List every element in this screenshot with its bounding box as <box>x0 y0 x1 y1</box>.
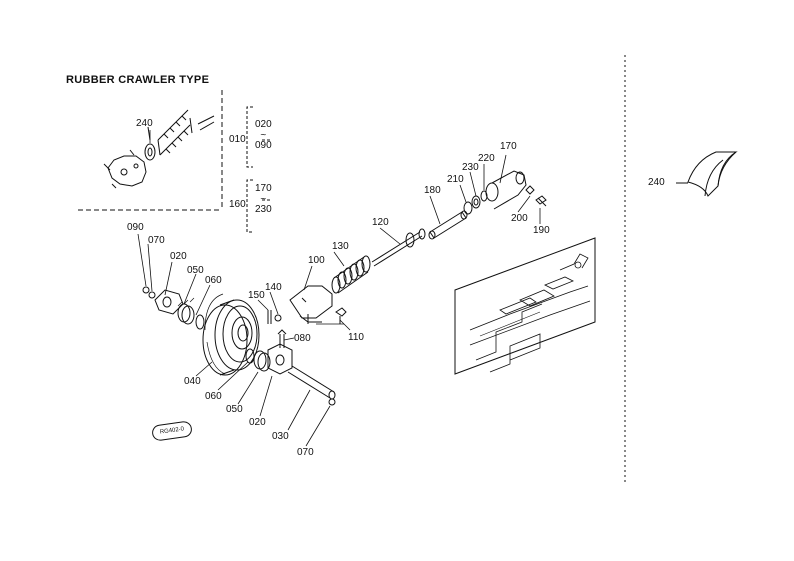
label-040: 040 <box>184 376 201 387</box>
range-brackets <box>246 106 270 233</box>
label-020-top: 020 <box>170 251 187 262</box>
range-160-block: 170 ~ 230 <box>255 183 272 216</box>
label-070-bottom: 070 <box>297 447 314 458</box>
range-010-sep: ~ <box>260 129 267 141</box>
range-160-from: 170 <box>255 183 272 194</box>
range-010-block: 020 ~ 090 <box>255 119 272 152</box>
tension-rod <box>371 228 426 267</box>
label-170: 170 <box>500 141 517 152</box>
label-220: 220 <box>478 153 495 164</box>
label-050-top: 050 <box>187 265 204 276</box>
label-090: 090 <box>127 222 144 233</box>
label-230: 230 <box>462 162 479 173</box>
tension-bracket <box>267 285 347 325</box>
label-130: 130 <box>332 241 349 252</box>
label-140: 140 <box>265 282 282 293</box>
label-190: 190 <box>533 225 550 236</box>
label-240-inset: 240 <box>136 118 153 129</box>
label-120: 120 <box>372 217 389 228</box>
bearing-stack-top <box>142 286 205 330</box>
label-080: 080 <box>294 333 311 344</box>
idler-wheel <box>202 293 260 376</box>
range-010-from: 020 <box>255 119 272 130</box>
tension-spring <box>331 255 371 294</box>
grease-fitting <box>277 329 287 348</box>
label-150: 150 <box>248 290 265 301</box>
range-ref-160: 160 <box>229 199 246 210</box>
leader-lines <box>137 130 541 447</box>
label-060-top: 060 <box>205 275 222 286</box>
cylinder-housing <box>485 170 547 210</box>
label-030: 030 <box>272 431 289 442</box>
label-100: 100 <box>308 255 325 266</box>
label-110: 110 <box>348 332 364 343</box>
label-060-bottom: 060 <box>205 391 222 402</box>
range-010-to: 090 <box>255 140 272 151</box>
label-020-bottom: 020 <box>249 417 266 428</box>
grease-cylinder <box>428 210 468 240</box>
range-ref-010: 010 <box>229 134 246 145</box>
label-240-right: 240 <box>648 177 665 188</box>
inset-frame <box>78 90 223 211</box>
label-200: 200 <box>511 213 528 224</box>
label-210: 210 <box>447 174 464 185</box>
range-160-sep: ~ <box>260 193 267 205</box>
section-title: RUBBER CRAWLER TYPE <box>66 74 210 86</box>
label-070-top: 070 <box>148 235 165 246</box>
shaft <box>287 365 336 406</box>
rubber-pad <box>676 151 738 197</box>
track-frame <box>454 237 596 375</box>
inset-spring-assembly <box>103 109 215 189</box>
label-050-bottom: 050 <box>226 404 243 415</box>
range-160-to: 230 <box>255 204 272 215</box>
label-180: 180 <box>424 185 441 196</box>
